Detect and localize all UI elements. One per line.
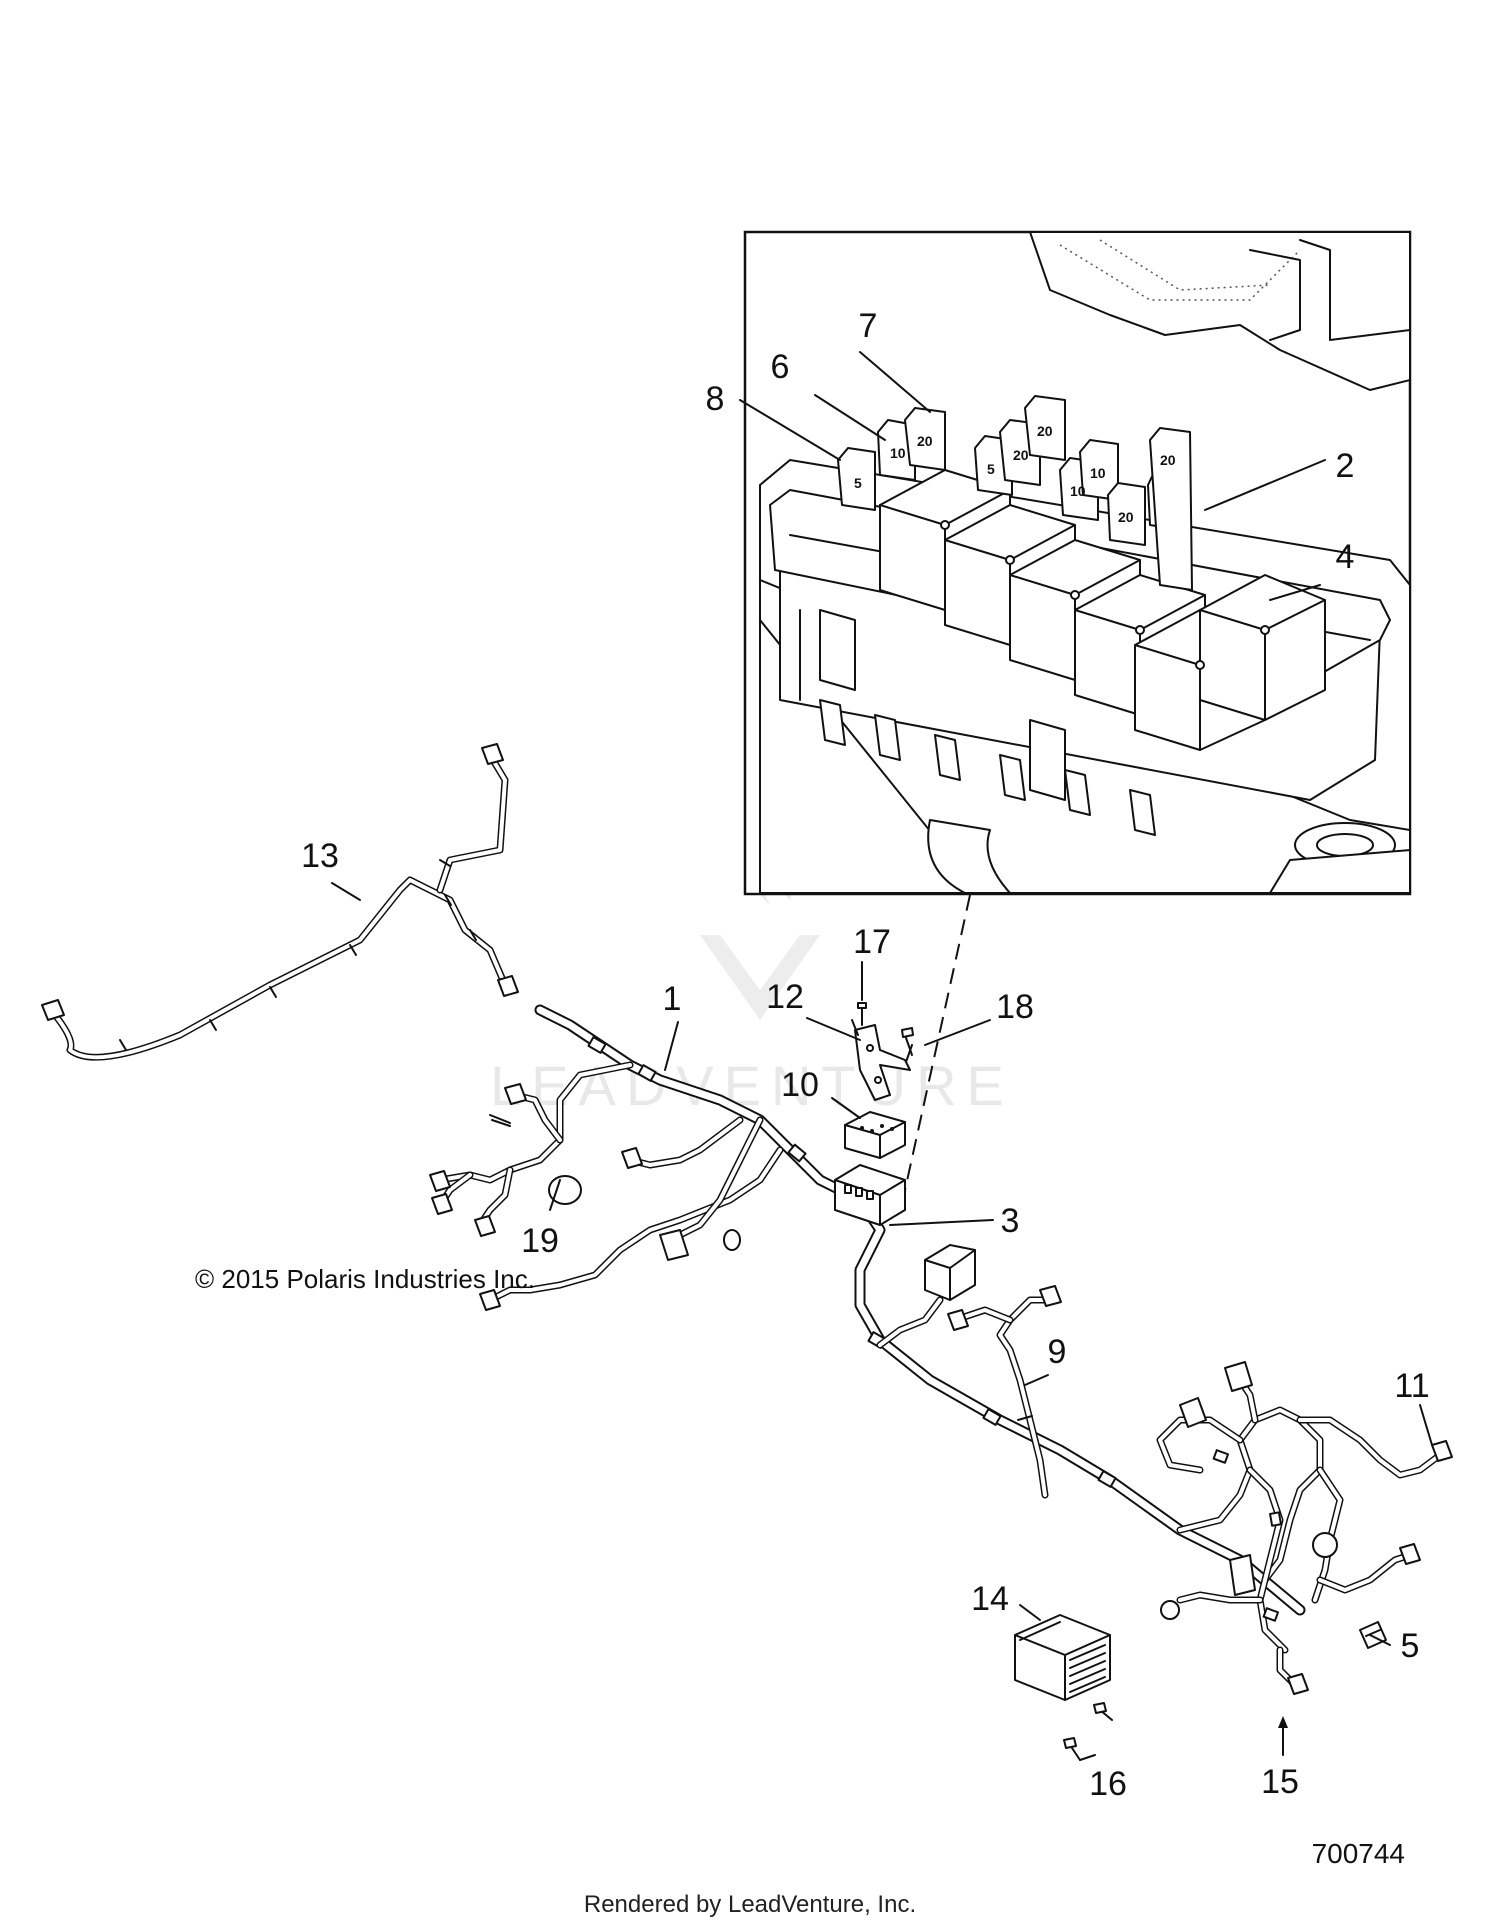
callout-5: 5: [1401, 1627, 1420, 1665]
fuse-block-3: [834, 1164, 906, 1226]
callout-11: 11: [1394, 1367, 1429, 1405]
copyright-text: © 2015 Polaris Industries Inc.: [195, 1264, 535, 1294]
callout-17: 17: [853, 923, 891, 961]
fuse-rating-c: 20: [1037, 423, 1053, 439]
callout-3: 3: [1001, 1202, 1020, 1240]
fuse-rating-b: 20: [1013, 447, 1029, 463]
fuse-rating-f: 20: [1118, 509, 1134, 525]
screw-17: [857, 1002, 867, 1026]
fuse-rating-a: 5: [987, 461, 995, 477]
box-clips: [819, 609, 1156, 836]
callout-labels: 1 2 3 4 5 6 7 8 9 10 11 12 13 14 15 16 1…: [301, 307, 1430, 1803]
callout-14: 14: [971, 1580, 1009, 1618]
footer-credit: Rendered by LeadVenture, Inc.: [584, 1891, 916, 1918]
fastener-15: [1278, 1716, 1288, 1756]
clip-5: [1359, 1621, 1387, 1649]
callout-1: 1: [663, 980, 682, 1018]
fuse-cover-10: [844, 1111, 906, 1159]
bracket-12: [851, 1019, 913, 1101]
callout-12: 12: [766, 978, 804, 1016]
fuse-8-rating: 5: [854, 475, 862, 491]
callout-18: 18: [996, 988, 1034, 1026]
inset-link-dashed: [904, 894, 971, 1191]
leader-lines: [331, 351, 1433, 1761]
relays: [879, 469, 1326, 751]
callout-4: 4: [1336, 538, 1355, 576]
fuse-rating-d: 10: [1070, 483, 1086, 499]
fuse-box-inset: 5 10 20 5 20 20 10 10 20 20: [743, 230, 1412, 896]
fuse-2-rating: 20: [1160, 452, 1176, 468]
rear-harness: [41, 743, 519, 1061]
callout-16: 16: [1089, 1765, 1127, 1803]
callout-13: 13: [301, 837, 339, 875]
figure-number: 700744: [1312, 1838, 1405, 1869]
callout-6: 6: [771, 348, 790, 386]
fuse-rating-e: 10: [1090, 465, 1106, 481]
callout-19: 19: [521, 1222, 559, 1260]
callout-8: 8: [706, 380, 725, 418]
screw-16: [1063, 1702, 1113, 1761]
callout-9: 9: [1048, 1333, 1067, 1371]
branch-harness-9: [947, 1285, 1062, 1499]
fuse-6-rating: 10: [890, 445, 906, 461]
fuses: 5 10 20 5 20 20 10 10 20 20: [837, 395, 1193, 591]
fuse-7-rating: 20: [917, 433, 933, 449]
main-harness: [429, 1004, 1306, 1616]
harness-connector-block: [876, 1244, 976, 1349]
callout-2: 2: [1336, 447, 1355, 485]
front-harness: [1156, 1361, 1453, 1695]
callout-15: 15: [1261, 1763, 1299, 1801]
regulator-14: [1014, 1614, 1111, 1701]
screw-18: [901, 1027, 914, 1056]
callout-7: 7: [859, 307, 878, 345]
callout-10: 10: [781, 1066, 819, 1104]
